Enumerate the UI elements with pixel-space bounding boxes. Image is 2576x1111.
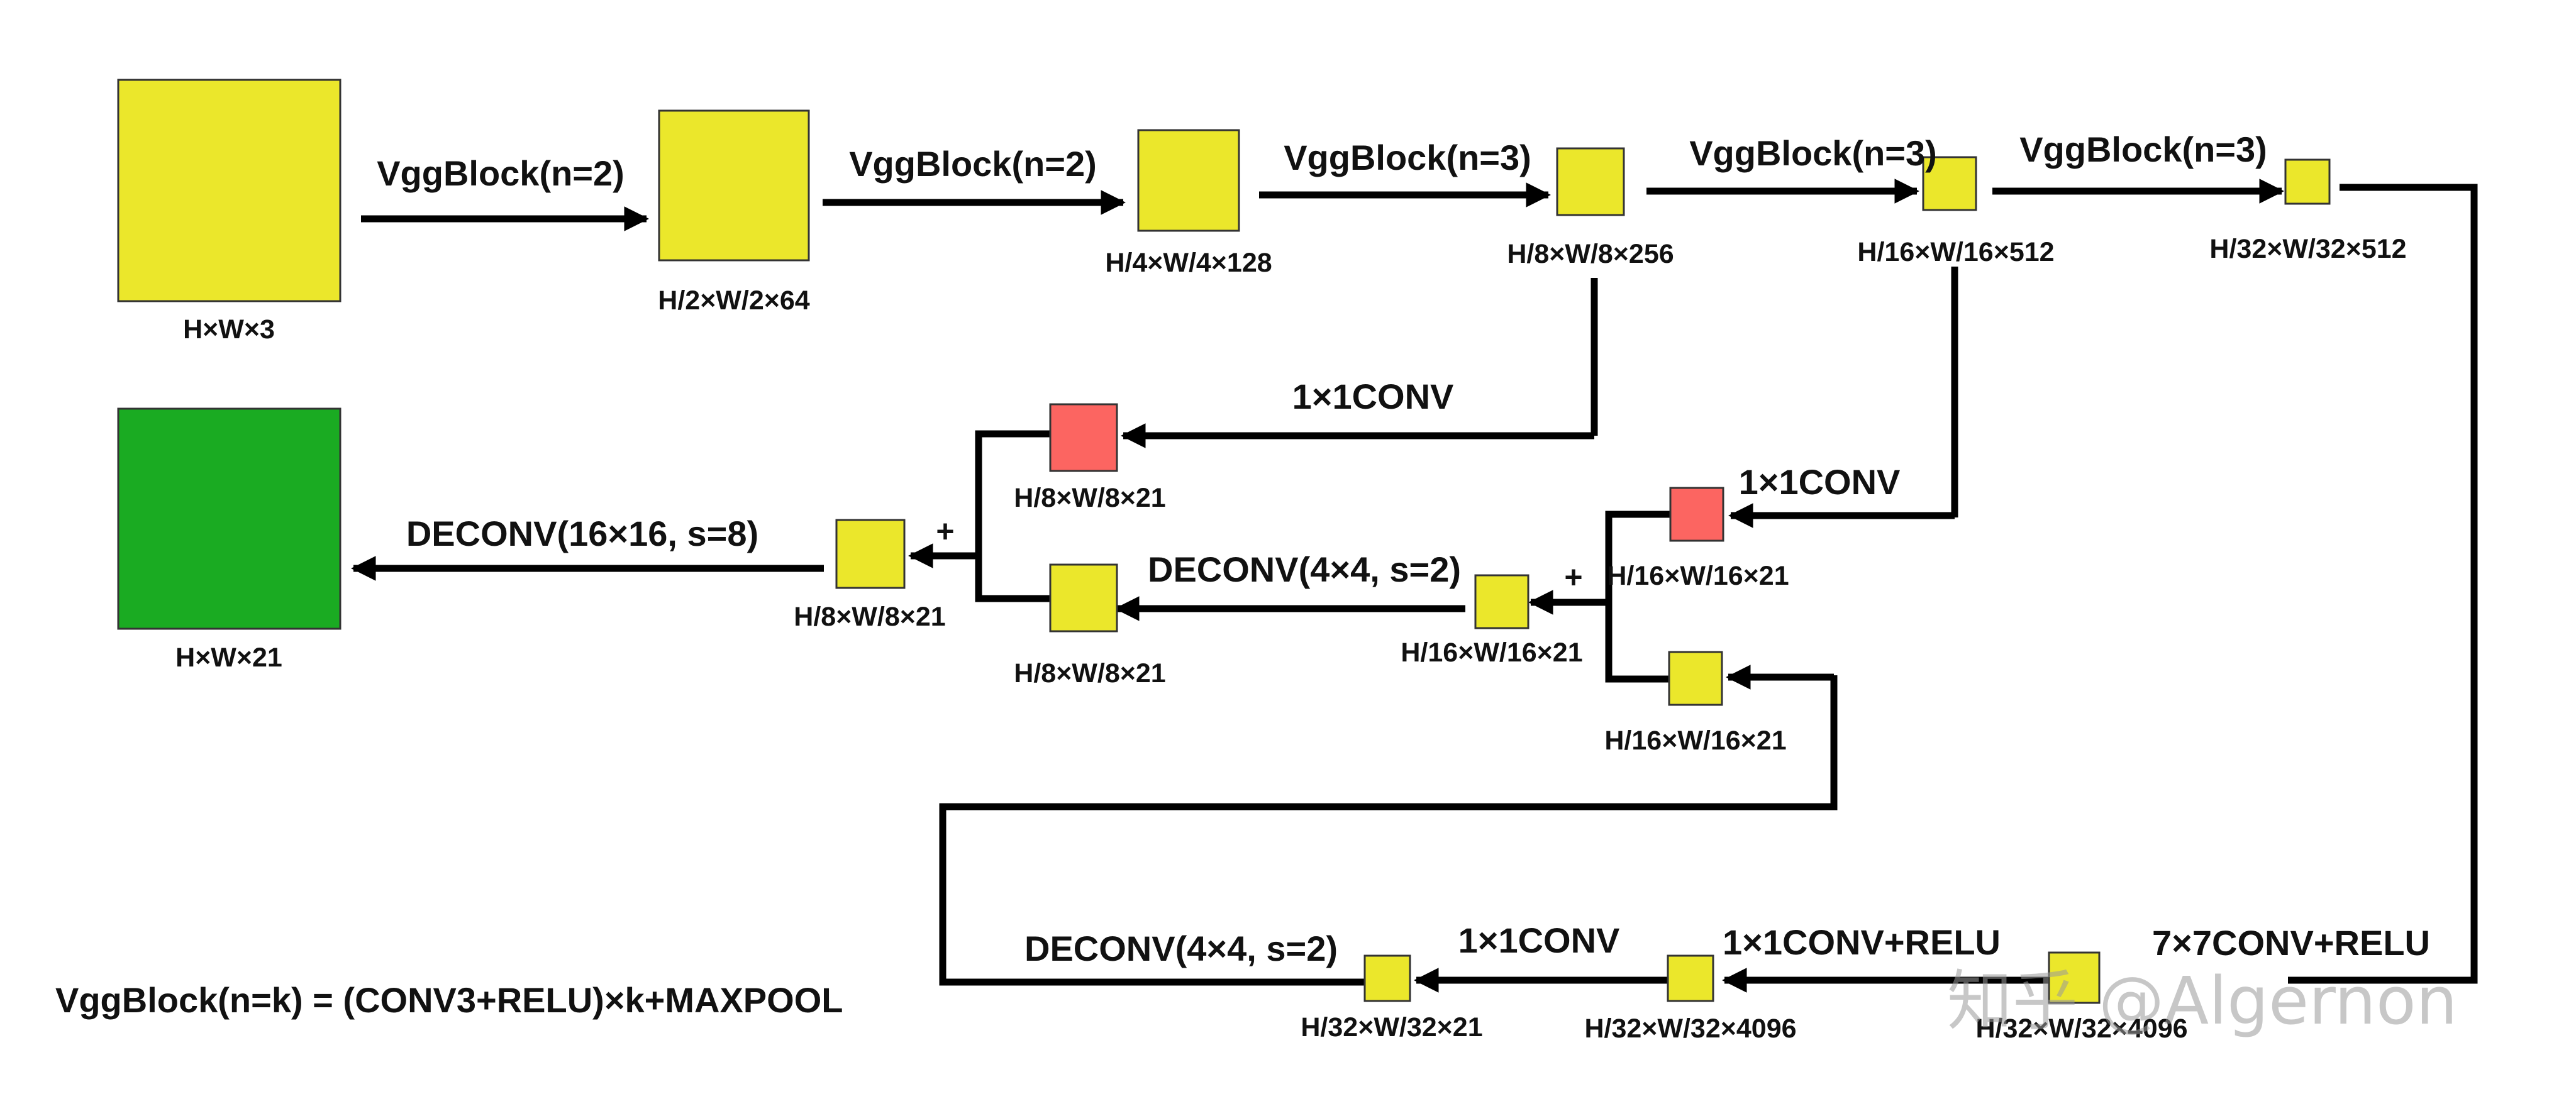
label-fuse16-dims: H/16×W/16×21 (1401, 638, 1582, 668)
box-pool5 (2284, 158, 2331, 205)
box-pool1 (658, 109, 810, 262)
label-pool2-dims: H/4×W/4×128 (1105, 248, 1272, 278)
box-fc7 (1667, 954, 1714, 1002)
box-fuse8 (835, 519, 906, 589)
box-fuse16 (1474, 574, 1530, 629)
box-pool4 (1922, 156, 1977, 211)
label-score-pool4-dims: H/16×W/16×21 (1607, 561, 1789, 591)
label-deconv-final: DECONV(16×16, s=8) (406, 514, 758, 553)
wire-pool5-down (2288, 184, 2478, 984)
wire-deconv-loop (939, 675, 1838, 986)
label-vgg4: VggBlock(n=3) (1689, 133, 1937, 173)
wire-fuse8-bracket (975, 430, 1050, 602)
operation-labels: VggBlock(n=2) VggBlock(n=2) VggBlock(n=3… (377, 130, 2430, 968)
label-score-fr-dims: H/32×W/32×21 (1301, 1012, 1482, 1042)
box-up32 (1668, 651, 1723, 706)
legend-vggblock-definition: VggBlock(n=k) = (CONV3+RELU)×k+MAXPOOL (55, 980, 843, 1020)
box-pool3 (1556, 147, 1625, 216)
plus-sign-fuse16: + (1564, 560, 1582, 595)
box-pool2 (1137, 129, 1240, 232)
label-conv7x7: 7×7CONV+RELU (2152, 923, 2430, 963)
label-fc7-dims: H/32×W/32×4096 (1584, 1014, 1796, 1044)
label-up16-dims: H/8×W/8×21 (1014, 658, 1165, 688)
label-conv1x1-score: 1×1CONV (1458, 920, 1620, 960)
label-output-dims: H×W×21 (175, 643, 282, 673)
box-score-fr (1363, 954, 1411, 1002)
box-input (117, 79, 341, 302)
label-deconv-b: DECONV(4×4, s=2) (1148, 550, 1461, 589)
box-fc6 (2048, 951, 2101, 1004)
label-fuse8-dims: H/8×W/8×21 (794, 602, 945, 632)
box-output (117, 407, 341, 630)
feature-map-boxes (117, 79, 2331, 1004)
plus-sign-fuse8: + (936, 514, 954, 549)
label-vgg3: VggBlock(n=3) (1284, 138, 1531, 177)
label-input-dims: H×W×3 (183, 314, 275, 345)
label-up32-dims: H/16×W/16×21 (1604, 726, 1786, 756)
label-conv1x1-relu: 1×1CONV+RELU (1723, 922, 2001, 962)
box-score-pool3 (1049, 403, 1118, 472)
label-fc6-dims: H/32×W/32×4096 (1975, 1014, 2187, 1044)
flow-arrows (351, 179, 2284, 993)
label-pool5-dims: H/32×W/32×512 (2209, 234, 2406, 264)
dimension-labels: H×W×3 H/2×W/2×64 H/4×W/4×128 H/8×W/8×256… (175, 234, 2406, 1044)
box-up16 (1049, 563, 1118, 633)
watermark: 知乎 @Algernon (1947, 963, 2458, 1039)
label-deconv-a: DECONV(4×4, s=2) (1024, 929, 1338, 968)
box-score-pool4 (1669, 487, 1724, 542)
label-pool4-dims: H/16×W/16×512 (1857, 237, 2054, 267)
label-vgg1: VggBlock(n=2) (377, 153, 625, 193)
label-vgg2: VggBlock(n=2) (849, 144, 1097, 184)
wire-fuse16-bracket (1605, 511, 1670, 683)
label-conv1x1-pool4: 1×1CONV (1739, 462, 1901, 502)
label-pool3-dims: H/8×W/8×256 (1507, 239, 1674, 269)
connector-wires (939, 184, 2478, 986)
label-vgg5: VggBlock(n=3) (2019, 130, 2267, 169)
label-pool1-dims: H/2×W/2×64 (658, 285, 809, 316)
label-conv1x1-pool3: 1×1CONV (1292, 377, 1454, 416)
label-score-pool3-dims: H/8×W/8×21 (1014, 483, 1165, 513)
